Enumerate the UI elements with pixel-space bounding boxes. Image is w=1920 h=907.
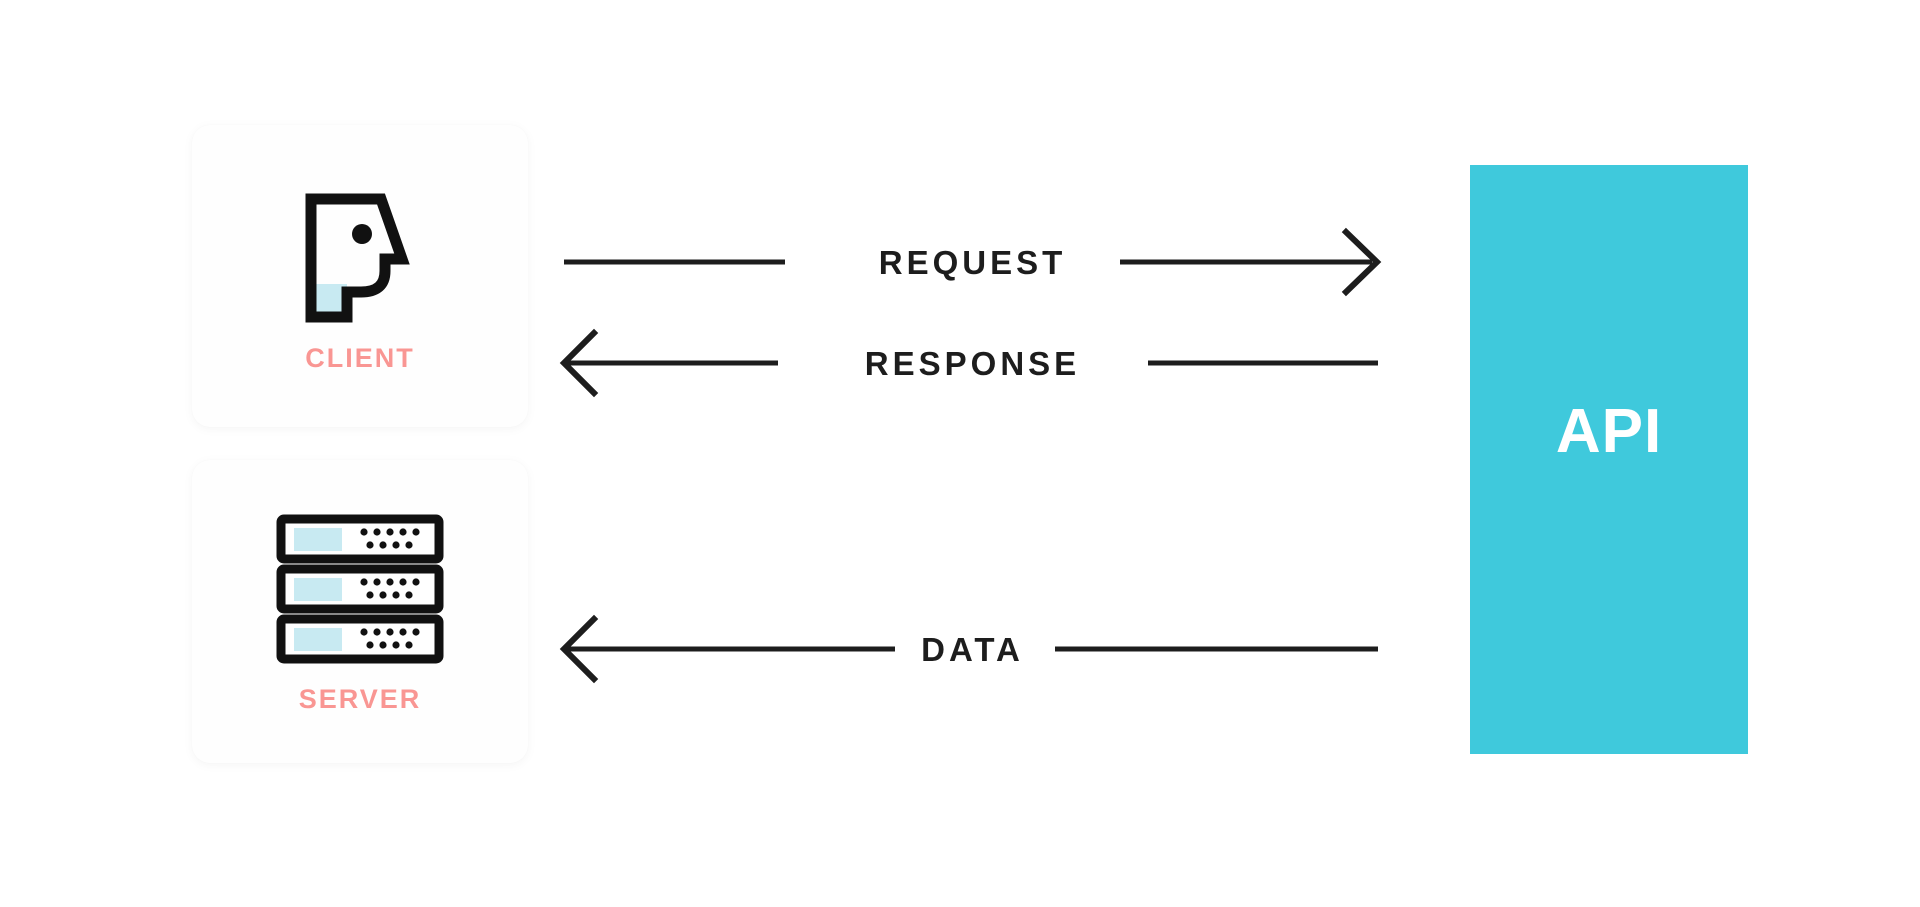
response-arrow	[559, 328, 1378, 398]
api-block[interactable]: API	[1470, 165, 1748, 754]
server-unit-2	[276, 564, 444, 614]
server-label: SERVER	[298, 684, 422, 714]
api-label: API	[1555, 396, 1663, 466]
request-arrowhead-right	[1341, 227, 1382, 297]
flow-request: REQUEST	[560, 219, 1385, 305]
flow-data: DATA	[559, 606, 1385, 692]
data-arrow	[559, 614, 1378, 684]
node-card-server[interactable]: SERVER	[192, 460, 528, 763]
data-arrowhead-left	[559, 614, 599, 684]
flow-response: RESPONSE	[559, 320, 1385, 406]
server-unit-1	[276, 514, 444, 564]
person-head-profile-icon	[305, 193, 410, 322]
response-arrowhead-left	[559, 328, 599, 398]
server-unit-3	[276, 614, 444, 664]
server-icon-wrap	[276, 514, 444, 664]
client-icon-wrap	[299, 189, 421, 329]
request-arrow	[564, 227, 1382, 297]
server-rack-icon	[276, 514, 444, 664]
node-card-client[interactable]: CLIENT	[192, 125, 528, 427]
client-label: CLIENT	[305, 342, 415, 373]
